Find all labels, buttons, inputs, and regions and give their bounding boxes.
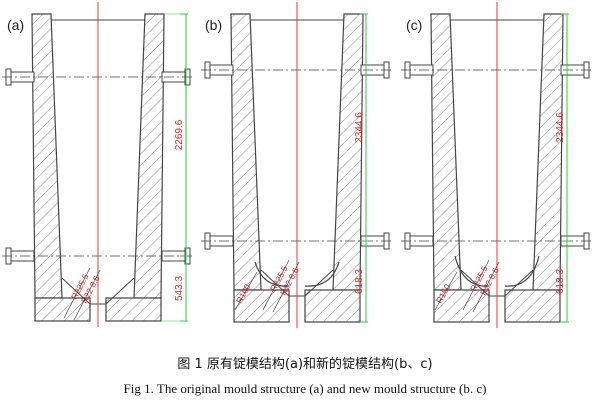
dimension-bottom-text: 618.3 [354,269,365,294]
radius-leader-3 [234,271,258,311]
fillet-right [304,261,340,287]
radius-leader-1 [262,259,290,311]
figure-caption-chinese: 图 1 原有锭模结构(a)和新的锭模结构(b、c) [177,357,433,372]
radius-leader-3 [434,271,458,311]
base-right [504,289,561,323]
dimension-bottom-text: 618.3 [555,269,566,294]
fillet-left [454,255,490,287]
figure-caption-english: Fig 1. The original mould structure (a) … [123,381,487,396]
radius-leader-1 [462,259,490,311]
right-wall [532,13,564,291]
radius-leader-1 [63,267,91,319]
base-right [105,297,162,322]
dimension-total-text: 2344.6 [354,112,365,143]
right-wall [133,13,165,299]
left-wall [430,13,462,291]
panel-label: (c) [406,17,422,33]
left-wall [230,13,262,291]
panel-label: (b) [205,17,222,33]
radius-leader-2 [472,261,500,313]
dimension-bottom-text: 543.3 [174,276,185,301]
fillet-right [504,255,540,287]
radius-leader-2 [73,269,101,321]
dimension-total-text: 2269.6 [174,119,185,150]
radius-leader-2 [272,261,300,313]
dimension-total-text: 2344.6 [555,112,566,143]
fillet-left [254,261,290,287]
panel-label: (a) [7,17,24,33]
left-wall [31,13,63,299]
right-wall [332,13,364,291]
base-right [304,289,361,323]
